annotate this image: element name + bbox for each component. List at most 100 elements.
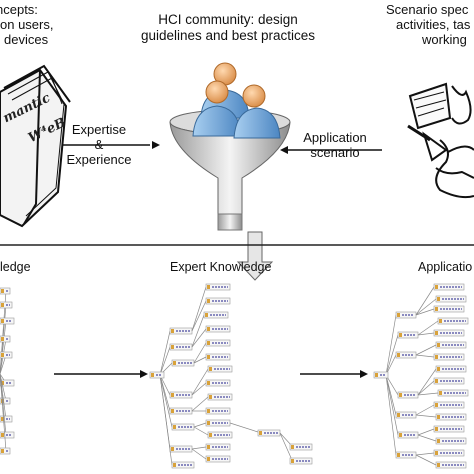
application-scenario-label: Application scenario [292, 130, 378, 160]
ontology-node-icon [207, 327, 210, 331]
ontology-node [437, 389, 469, 397]
ontology-node-icon [1, 289, 4, 293]
ontology-node-icon [1, 353, 4, 357]
ontology-edge [0, 373, 7, 420]
hci-caption-line-2: guidelines and best practices [140, 28, 316, 43]
ontology-node [149, 371, 165, 379]
ontology-edge [159, 362, 173, 376]
ontology-edge [417, 392, 439, 396]
scenario-caption: Scenario spec activities, tas working [386, 2, 474, 47]
ontology-node [0, 431, 15, 439]
ontology-node-icon [439, 319, 442, 323]
ontology-node [435, 461, 467, 469]
ontology-node-icon [209, 395, 212, 399]
ontology-edge [159, 374, 173, 428]
ontology-node-icon [439, 391, 442, 395]
ontology-node-icon [173, 463, 176, 467]
hci-caption-line-1: HCI community: design [158, 12, 298, 27]
ontology-edge [417, 368, 437, 396]
ontology-edge [417, 320, 439, 336]
ontology-edge [415, 286, 435, 316]
ontology-node [0, 397, 11, 405]
ontology-node-icon [173, 361, 176, 365]
ontology-node [205, 353, 231, 361]
ontology-edge [415, 452, 435, 456]
ontology-edge [385, 354, 397, 376]
ontology-edge [191, 286, 207, 332]
ontology-node [205, 407, 231, 415]
concepts-caption-line-1: ncepts: [0, 2, 38, 17]
ontology-node-icon [171, 447, 174, 451]
ontology-node [435, 365, 467, 373]
ontology-node-icon [397, 453, 400, 457]
ontology-node [289, 443, 313, 451]
ontology-node [205, 297, 231, 305]
ontology-node-icon [1, 449, 4, 453]
ontology-edge [0, 304, 7, 375]
application-knowledge-title: Applicatio [418, 260, 473, 274]
ontology-edge [279, 432, 293, 461]
concepts-caption-line-2: on users, [0, 17, 54, 32]
left-knowledge-title: ledge [0, 260, 31, 274]
ontology-edge [191, 368, 209, 396]
ontology-edge [0, 354, 7, 375]
ontology-edge [193, 342, 207, 364]
scenario-caption-line-1: Scenario spec [386, 2, 469, 17]
ontology-node-icon [1, 399, 4, 403]
expertise-experience-label: Expertise & Experience [62, 122, 136, 167]
ontology-edge [0, 373, 7, 436]
expertise-line: Expertise [71, 122, 127, 137]
ontology-node [395, 351, 417, 359]
ontology-node [433, 305, 465, 313]
expert-ontology-graph [149, 283, 313, 469]
ontology-node-icon [437, 415, 440, 419]
ontology-edge [159, 374, 171, 396]
ontology-node-icon [399, 433, 402, 437]
ontology-node-icon [207, 445, 210, 449]
ontology-node [171, 359, 195, 367]
ontology-edge [193, 426, 209, 436]
funnel-icon [169, 109, 291, 231]
ontology-node [0, 335, 11, 343]
ontology-node-icon [171, 345, 174, 349]
ontology-edge [279, 432, 293, 447]
ontology-node-icon [207, 421, 210, 425]
ontology-node-icon [397, 413, 400, 417]
ontology-edge [191, 448, 207, 460]
ontology-edge [159, 374, 171, 412]
ontology-node-icon [435, 379, 438, 383]
ontology-node [207, 365, 233, 373]
ontology-node [0, 447, 11, 455]
ontology-node [171, 423, 195, 431]
ontology-edge [417, 380, 435, 396]
ontology-node-icon [437, 297, 440, 301]
ontology-node-icon [435, 331, 438, 335]
ontology-node [397, 431, 419, 439]
ontology-node [207, 393, 233, 401]
ontology-node [435, 295, 467, 303]
ontology-node [397, 331, 419, 339]
ontology-edge [229, 422, 259, 433]
ontology-node-icon [437, 439, 440, 443]
ontology-node-icon [207, 341, 210, 345]
ontology-edge [415, 308, 435, 316]
ontology-node [0, 415, 13, 423]
ontology-edge [415, 354, 435, 358]
ontology-edge [0, 290, 7, 375]
ontology-node [433, 377, 465, 385]
scenario-caption-line-3: working [422, 32, 467, 47]
ontology-node [205, 379, 231, 387]
ontology-node [395, 451, 417, 459]
ontology-node-icon [205, 313, 208, 317]
ontology-node [203, 311, 229, 319]
ontology-node-icon [207, 457, 210, 461]
ontology-node-icon [435, 307, 438, 311]
ontology-edge [191, 300, 207, 332]
ontology-edge [159, 330, 171, 376]
ontology-edge [385, 374, 399, 436]
ontology-node-icon [435, 451, 438, 455]
ontology-node-icon [437, 367, 440, 371]
ontology-edge [193, 422, 207, 428]
ontology-node-icon [173, 425, 176, 429]
ontology-node [169, 343, 193, 351]
